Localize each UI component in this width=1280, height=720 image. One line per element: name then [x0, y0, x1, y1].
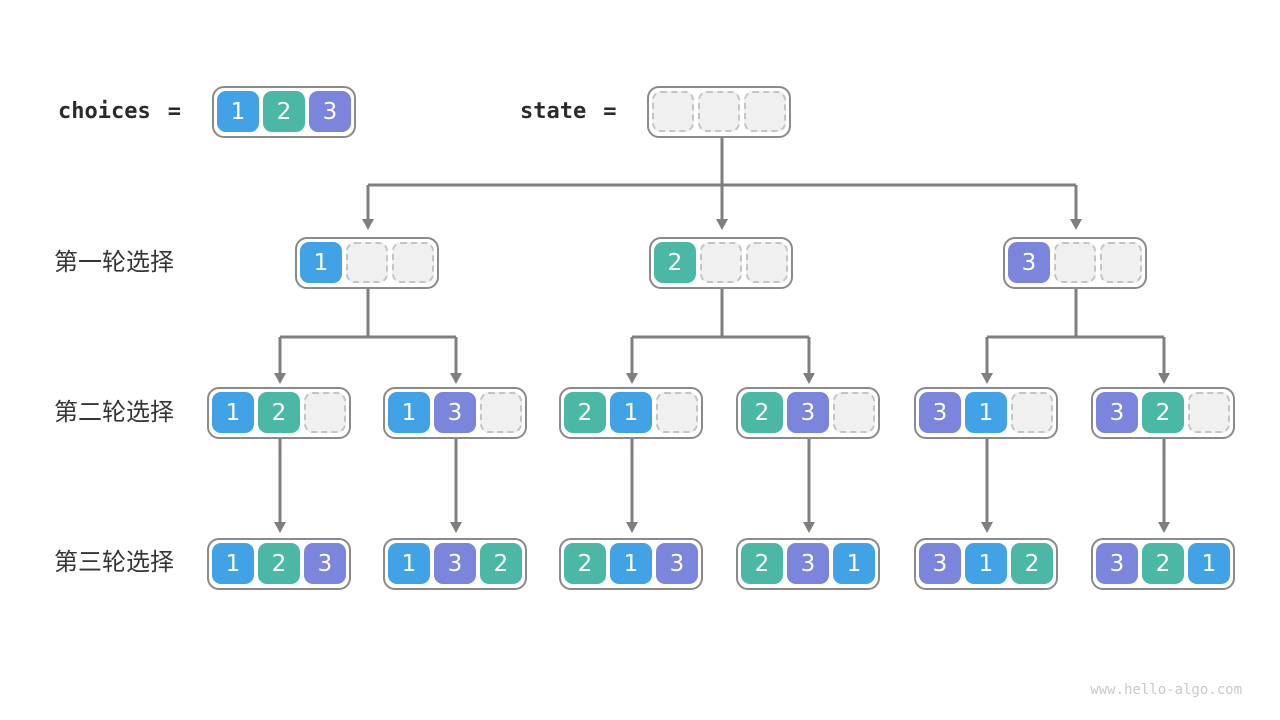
cell-value-3: 3	[434, 543, 476, 584]
cell-value-1: 1	[217, 91, 259, 132]
cell-value-1: 1	[833, 543, 875, 584]
choices-expression: choices =	[58, 98, 181, 126]
cell-value-1: 1	[212, 392, 254, 433]
cell-value-1: 1	[610, 392, 652, 433]
state-node-r1-2: 2	[649, 237, 793, 289]
cell-value-1: 1	[965, 392, 1007, 433]
state-equals-sign: =	[603, 99, 617, 124]
cell-value-1: 1	[1188, 543, 1230, 584]
cell-value-2: 2	[263, 91, 305, 132]
cell-empty	[698, 91, 740, 132]
cell-value-3: 3	[1096, 543, 1138, 584]
state-expression: state =	[520, 98, 616, 126]
cell-value-1: 1	[212, 543, 254, 584]
cell-value-1: 1	[388, 543, 430, 584]
state-node-r1-1: 1	[295, 237, 439, 289]
cell-empty	[656, 392, 698, 433]
cell-value-1: 1	[388, 392, 430, 433]
row-label-round-3: 第三轮选择	[54, 549, 174, 576]
watermark: www.hello-algo.com	[1090, 682, 1242, 698]
cell-empty	[1188, 392, 1230, 433]
cell-value-2: 2	[564, 543, 606, 584]
cell-empty	[744, 91, 786, 132]
state-label: state	[520, 99, 587, 124]
cell-empty	[746, 242, 788, 283]
cell-value-2: 2	[741, 392, 783, 433]
cell-value-2: 2	[1142, 392, 1184, 433]
cell-value-1: 1	[610, 543, 652, 584]
cell-empty	[1011, 392, 1053, 433]
cell-empty	[346, 242, 388, 283]
cell-value-2: 2	[258, 392, 300, 433]
cell-value-2: 2	[741, 543, 783, 584]
cell-value-3: 3	[656, 543, 698, 584]
cell-value-3: 3	[919, 392, 961, 433]
choices-equals-sign: =	[167, 99, 181, 124]
row-label-round-1: 第一轮选择	[54, 249, 174, 276]
cell-empty	[1054, 242, 1096, 283]
cell-empty	[304, 392, 346, 433]
cell-value-2: 2	[1142, 543, 1184, 584]
cell-value-3: 3	[787, 392, 829, 433]
cell-value-1: 1	[965, 543, 1007, 584]
cell-empty	[700, 242, 742, 283]
cell-empty	[392, 242, 434, 283]
cell-value-3: 3	[309, 91, 351, 132]
cell-value-2: 2	[258, 543, 300, 584]
cell-empty	[1100, 242, 1142, 283]
cell-value-3: 3	[787, 543, 829, 584]
cell-value-2: 2	[1011, 543, 1053, 584]
choices-label: choices	[58, 99, 151, 124]
cell-value-1: 1	[300, 242, 342, 283]
state-node-r1-3: 3	[1003, 237, 1147, 289]
row-label-round-2: 第二轮选择	[54, 399, 174, 426]
cell-value-2: 2	[480, 543, 522, 584]
cell-value-3: 3	[1096, 392, 1138, 433]
cell-value-3: 3	[919, 543, 961, 584]
cell-value-3: 3	[304, 543, 346, 584]
cell-value-2: 2	[654, 242, 696, 283]
state-array-node	[647, 86, 791, 138]
cell-empty	[833, 392, 875, 433]
cell-value-3: 3	[434, 392, 476, 433]
cell-empty	[480, 392, 522, 433]
cell-value-3: 3	[1008, 242, 1050, 283]
cell-value-2: 2	[564, 392, 606, 433]
cell-empty	[652, 91, 694, 132]
